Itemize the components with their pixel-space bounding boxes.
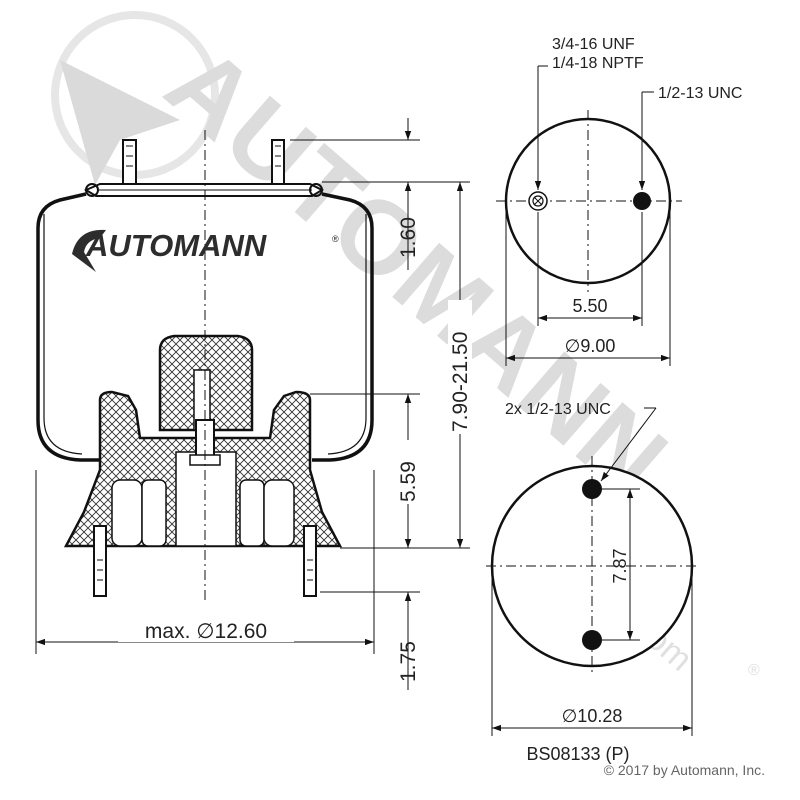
air-spring-side-view: AUTOMANN ® xyxy=(36,130,374,600)
part-number: BS08133 (P) xyxy=(526,744,629,764)
bottom-plate-diameter: ∅10.28 xyxy=(562,706,623,726)
bottom-stud-hole-top xyxy=(582,479,602,499)
bottom-stud-spacing: 7.87 xyxy=(610,548,630,583)
bottom-plate-view: 2x 1/2-13 UNC 7.87 ∅10.28 xyxy=(486,401,698,736)
watermark-registered: ® xyxy=(748,662,760,679)
dim-max-diameter: max. ∅12.60 xyxy=(145,620,267,643)
bottom-stud-right xyxy=(303,525,317,597)
top-stud-spacing: 5.50 xyxy=(572,296,607,316)
watermark-arrow-icon xyxy=(60,60,180,185)
dim-height-range: 7.90-21.50 xyxy=(449,332,472,432)
side-dimensions: 1.60 7.90-21.50 5.59 1.75 max. ∅12.60 xyxy=(35,118,472,690)
air-port xyxy=(528,191,548,211)
top-stud-hole xyxy=(633,192,651,210)
logo-arrow-icon xyxy=(72,229,106,272)
automann-logo: AUTOMANN ® xyxy=(72,228,339,272)
dim-bottom-stud: 1.75 xyxy=(397,641,420,682)
dim-top-height: 1.60 xyxy=(397,217,420,258)
top-plate-view: 3/4-16 UNF 1/4-18 NPTF 1/2-13 UNC 5.50 ∅… xyxy=(496,36,742,366)
port-thread-label-1: 3/4-16 UNF xyxy=(552,36,635,53)
copyright: © 2017 by Automann, Inc. xyxy=(604,762,765,778)
bellows xyxy=(36,192,374,462)
top-stud-right xyxy=(271,139,285,191)
logo-text: AUTOMANN xyxy=(85,228,267,263)
bottom-stud-left xyxy=(93,525,107,597)
bottom-stud-thread-label: 2x 1/2-13 UNC xyxy=(505,401,611,418)
bottom-stud-hole-bottom xyxy=(582,630,602,650)
port-thread-label-2: 1/4-18 NPTF xyxy=(552,55,644,72)
dim-piston-height: 5.59 xyxy=(397,461,420,502)
logo-registered: ® xyxy=(332,234,339,244)
top-stud-thread-label: 1/2-13 UNC xyxy=(658,85,742,102)
top-plate-diameter: ∅9.00 xyxy=(565,336,616,356)
